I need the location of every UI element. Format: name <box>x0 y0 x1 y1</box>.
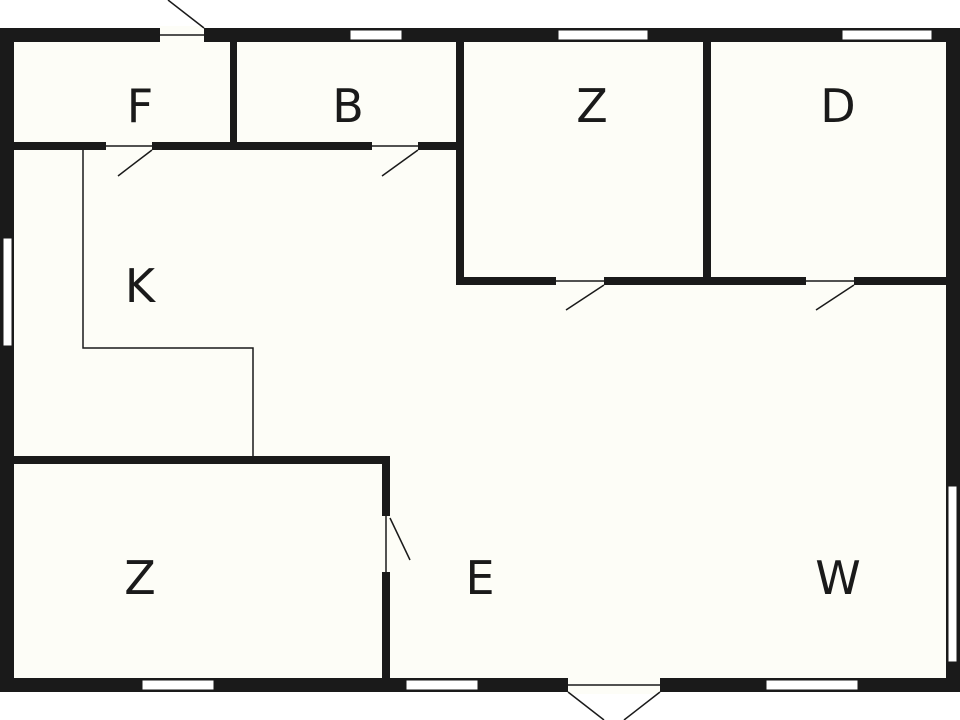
window <box>841 29 933 41</box>
window <box>947 485 958 663</box>
room-label-f: F <box>127 79 153 133</box>
outer-walls <box>0 28 960 692</box>
kitchen-counter-outline <box>82 150 254 456</box>
room-label-z-bottom: Z <box>124 551 156 605</box>
door-entrance-top[interactable] <box>160 0 205 44</box>
window <box>349 29 403 41</box>
window <box>2 237 13 347</box>
window <box>557 29 649 41</box>
room-label-k: K <box>125 259 157 313</box>
door-d[interactable] <box>806 275 855 311</box>
windows <box>2 29 958 691</box>
room-label-w: W <box>815 551 860 605</box>
door-b[interactable] <box>372 140 419 177</box>
door-f[interactable] <box>106 140 153 177</box>
window <box>405 679 479 691</box>
room-label-b: B <box>332 79 364 133</box>
door-entrance-bottom[interactable] <box>567 676 661 720</box>
door-z-bottom[interactable] <box>380 516 411 572</box>
room-label-e: E <box>465 551 494 605</box>
room-label-z-top: Z <box>576 79 608 133</box>
window <box>141 679 215 691</box>
window <box>765 679 859 691</box>
room-label-d: D <box>820 79 855 133</box>
door-z-top[interactable] <box>556 275 605 311</box>
